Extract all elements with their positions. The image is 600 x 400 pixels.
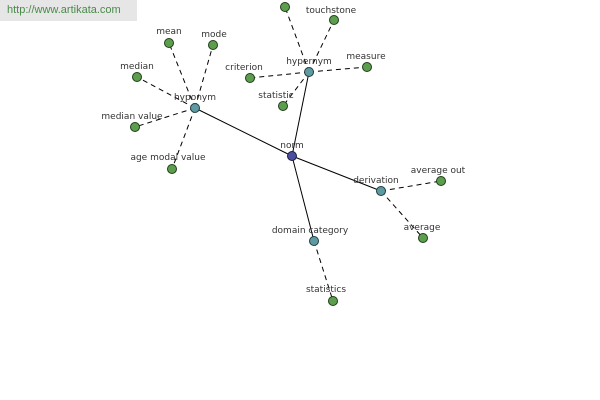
node-norm[interactable] bbox=[287, 151, 297, 161]
label-hypernym: hypernym bbox=[286, 57, 332, 67]
label-touchstone: touchstone bbox=[306, 6, 357, 16]
edge-hypernym-touchstone bbox=[308, 19, 335, 73]
node-median-value[interactable] bbox=[130, 122, 140, 132]
node-touchstone[interactable] bbox=[329, 15, 339, 25]
node-measure[interactable] bbox=[362, 62, 372, 72]
node-derivation[interactable] bbox=[376, 186, 386, 196]
node-hyponym[interactable] bbox=[190, 103, 200, 113]
label-statistic: statistic bbox=[258, 91, 293, 101]
label-mode: mode bbox=[201, 30, 227, 40]
watermark-url[interactable]: http://www.artikata.com bbox=[0, 0, 137, 21]
node-mean[interactable] bbox=[164, 38, 174, 48]
node-statistics[interactable] bbox=[328, 296, 338, 306]
node-age-modal-value[interactable] bbox=[167, 164, 177, 174]
edge-hyponym-median-value bbox=[134, 107, 196, 128]
edge-hypernym-measure bbox=[308, 66, 368, 73]
label-age-modal-value: age modal value bbox=[130, 153, 206, 163]
edge-norm-derivation bbox=[291, 155, 382, 192]
edge-norm-domain-category bbox=[291, 155, 315, 242]
node-average-out[interactable] bbox=[436, 176, 446, 186]
node-hypernym-top[interactable] bbox=[280, 2, 290, 12]
label-mean: mean bbox=[156, 27, 182, 37]
node-average[interactable] bbox=[418, 233, 428, 243]
edge-derivation-average-out bbox=[380, 180, 442, 192]
node-domain-category[interactable] bbox=[309, 236, 319, 246]
label-statistics: statistics bbox=[306, 285, 346, 295]
edge-hypernym-statistic bbox=[282, 71, 310, 107]
label-norm: norm bbox=[280, 141, 304, 151]
edge-hypernym-top bbox=[284, 6, 310, 73]
edge-derivation-average bbox=[380, 190, 424, 239]
edge-hyponym-age-modal-value bbox=[171, 107, 196, 170]
edge-norm-hyponym bbox=[194, 107, 293, 157]
node-statistic[interactable] bbox=[278, 101, 288, 111]
label-domain-category: domain category bbox=[272, 226, 349, 236]
label-criterion: criterion bbox=[225, 63, 263, 73]
node-criterion[interactable] bbox=[245, 73, 255, 83]
label-hyponym: hyponym bbox=[174, 93, 216, 103]
label-derivation: derivation bbox=[353, 176, 399, 186]
label-median: median bbox=[120, 62, 154, 72]
edge-domain-statistics bbox=[313, 240, 334, 302]
label-average: average bbox=[404, 223, 441, 233]
edge-hyponym-median bbox=[136, 76, 196, 109]
edge-norm-hypernym bbox=[291, 71, 310, 157]
node-mode[interactable] bbox=[208, 40, 218, 50]
edge-hyponym-mode bbox=[194, 44, 214, 109]
edge-hyponym-mean bbox=[168, 42, 196, 109]
node-median[interactable] bbox=[132, 72, 142, 82]
label-median-value: median value bbox=[101, 112, 163, 122]
label-measure: measure bbox=[346, 52, 386, 62]
node-hypernym[interactable] bbox=[304, 67, 314, 77]
edge-hypernym-criterion bbox=[249, 71, 310, 79]
label-average-out: average out bbox=[411, 166, 466, 176]
